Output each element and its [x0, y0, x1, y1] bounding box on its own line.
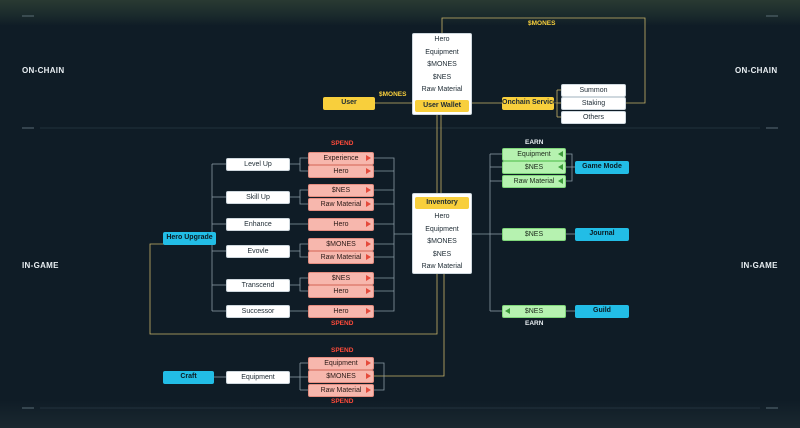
inventory-item: $NES	[432, 250, 452, 258]
journal-node: Journal	[575, 228, 629, 241]
wallet-item: Equipment	[425, 48, 459, 56]
earn-arrow-icon	[558, 151, 563, 157]
on-chain-label-left: ON-CHAIN	[22, 66, 65, 75]
inventory-item: Hero	[434, 213, 450, 220]
action-level-up: Level Up	[226, 158, 290, 171]
wallet-item: Hero	[434, 36, 450, 43]
inventory-title: Inventory	[415, 197, 469, 209]
onchain-service-node: Onchain Service	[502, 97, 557, 110]
spend-arrow-icon	[366, 241, 371, 247]
craft-spend-label-top: SPEND	[331, 347, 354, 354]
craft-node: Craft	[163, 371, 214, 384]
action-transcend: Transcend	[226, 279, 290, 292]
reward-raw-material: Raw Material	[502, 175, 566, 188]
inventory-item: $MONES	[427, 238, 457, 245]
spend-arrow-icon	[366, 275, 371, 281]
cost-nes: $NES	[308, 184, 374, 197]
user-wallet-panel: Hero Equipment $MONES $NES Raw Material …	[412, 33, 472, 115]
bottom-backdrop	[0, 400, 800, 428]
cost-mones: $MONES	[308, 238, 374, 251]
service-staking: Staking	[561, 97, 626, 110]
earn-label-bottom: EARN	[525, 320, 544, 327]
craft-cost-mones: $MONES	[308, 370, 374, 383]
service-others: Others	[561, 111, 626, 124]
guild-node: Guild	[575, 305, 629, 318]
reward-equipment: Equipment	[502, 148, 566, 161]
spend-arrow-icon	[366, 201, 371, 207]
inventory-item: Equipment	[425, 225, 459, 233]
cost-raw-material: Raw Material	[308, 198, 374, 211]
spend-arrow-icon	[366, 168, 371, 174]
earn-label-top: EARN	[525, 139, 544, 146]
mones-flow-label-top: $MONES	[528, 20, 556, 27]
spend-label-top: SPEND	[331, 140, 354, 147]
on-chain-label-right: ON-CHAIN	[735, 66, 778, 75]
hero-upgrade-node: Hero Upgrade	[163, 232, 216, 245]
spend-label-bottom: SPEND	[331, 320, 354, 327]
journal-reward-nes: $NES	[502, 228, 566, 241]
inventory-panel: Inventory Hero Equipment $MONES $NES Raw…	[412, 193, 472, 274]
spend-arrow-icon	[366, 288, 371, 294]
wallet-item: $MONES	[427, 61, 457, 68]
wallet-item: $NES	[432, 73, 452, 81]
spend-arrow-icon	[366, 155, 371, 161]
reward-nes: $NES	[502, 161, 566, 174]
earn-arrow-icon	[558, 178, 563, 184]
spend-arrow-icon	[366, 308, 371, 314]
cost-hero: Hero	[308, 165, 374, 178]
mones-flow-label-user: $MONES	[379, 91, 407, 98]
action-evovle: Evovle	[226, 245, 290, 258]
craft-spend-label-bottom: SPEND	[331, 398, 354, 405]
craft-cost-equipment: Equipment	[308, 357, 374, 370]
cost-hero: Hero	[308, 285, 374, 298]
spend-arrow-icon	[366, 373, 371, 379]
craft-cost-raw-material: Raw Material	[308, 384, 374, 397]
spend-arrow-icon	[366, 360, 371, 366]
in-game-label-left: IN-GAME	[22, 261, 59, 270]
top-backdrop	[0, 0, 800, 26]
wallet-item: Raw Material	[421, 86, 463, 93]
craft-output-equipment: Equipment	[226, 371, 290, 384]
action-enhance: Enhance	[226, 218, 290, 231]
spend-arrow-icon	[366, 221, 371, 227]
in-game-label-right: IN-GAME	[741, 261, 778, 270]
spend-arrow-icon	[366, 254, 371, 260]
action-skill-up: Skill Up	[226, 191, 290, 204]
earn-arrow-icon	[558, 164, 563, 170]
cost-nes: $NES	[308, 272, 374, 285]
spend-arrow-icon	[366, 187, 371, 193]
action-successor: Successor	[226, 305, 290, 318]
spend-arrow-icon	[366, 387, 371, 393]
cost-raw-material: Raw Material	[308, 251, 374, 264]
earn-arrow-icon	[505, 308, 510, 314]
cost-experience: Experience	[308, 152, 374, 165]
user-node: User	[323, 97, 375, 110]
cost-hero: Hero	[308, 305, 374, 318]
service-summon: Summon	[561, 84, 626, 97]
game-mode-node: Game Mode	[575, 161, 629, 174]
cost-hero: Hero	[308, 218, 374, 231]
guild-reward-nes: $NES	[502, 305, 566, 318]
user-wallet-title: User Wallet	[415, 99, 469, 112]
inventory-item: Raw Material	[421, 263, 463, 270]
